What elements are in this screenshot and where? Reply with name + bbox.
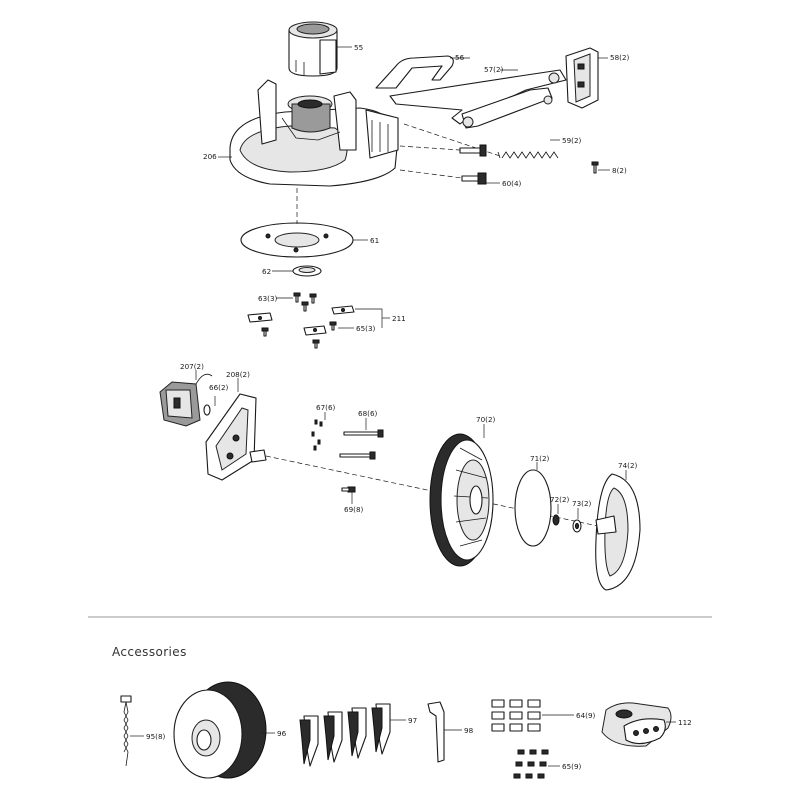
part-70-wheel xyxy=(429,424,494,567)
label-62: 62 xyxy=(262,267,271,276)
part-73-bushing xyxy=(572,508,582,533)
part-71-hub-disc xyxy=(514,462,552,547)
label-69: 69(8) xyxy=(344,505,364,514)
part-58-bracket xyxy=(565,47,608,109)
part-69-screws xyxy=(341,486,356,504)
label-211: 211 xyxy=(392,314,406,323)
label-208: 208(2) xyxy=(226,370,250,379)
label-66: 66(2) xyxy=(209,383,229,392)
label-63: 63(3) xyxy=(258,294,278,303)
part-74-hub-cap xyxy=(595,470,641,591)
part-207-drive-motor xyxy=(159,370,213,427)
label-72: 72(2) xyxy=(550,495,570,504)
part-68-bolts xyxy=(339,418,384,460)
part-57-frame-arms xyxy=(389,69,567,129)
label-58: 58(2) xyxy=(610,53,630,62)
label-206: 206 xyxy=(203,152,217,161)
label-207: 207(2) xyxy=(180,362,204,371)
label-57: 57(2) xyxy=(484,65,504,74)
accessories-title: Accessories xyxy=(112,645,187,659)
accessory-95-peg xyxy=(120,695,144,767)
part-61-blade-disc xyxy=(240,188,368,258)
part-55-motor-cover xyxy=(288,21,352,77)
part-62-washer xyxy=(272,265,322,277)
accessory-96-cable-spool xyxy=(173,681,275,779)
accessory-112-cable-connector xyxy=(601,702,676,747)
label-8: 8(2) xyxy=(612,166,627,175)
label-95: 95(8) xyxy=(146,732,166,741)
label-97: 97 xyxy=(408,716,417,725)
accessory-98-hex-key xyxy=(427,701,462,763)
part-63-screws xyxy=(276,292,317,312)
label-64: 64(9) xyxy=(576,711,596,720)
part-211-blades xyxy=(247,305,390,349)
accessory-65-screws xyxy=(513,749,560,779)
label-60: 60(4) xyxy=(502,179,522,188)
label-73: 73(2) xyxy=(572,499,592,508)
label-68: 68(6) xyxy=(358,409,378,418)
label-74: 74(2) xyxy=(618,461,638,470)
part-8-screw xyxy=(591,161,610,174)
part-67-pins xyxy=(311,412,326,451)
label-70: 70(2) xyxy=(476,415,496,424)
label-65-kit: 65(3) xyxy=(356,324,376,333)
part-206-chassis xyxy=(218,79,399,187)
label-98: 98 xyxy=(464,726,474,735)
part-56-handle xyxy=(375,55,470,89)
label-61: 61 xyxy=(370,236,379,245)
label-67: 67(6) xyxy=(316,403,336,412)
label-65-accessory: 65(9) xyxy=(562,762,582,771)
label-96: 96 xyxy=(277,729,287,738)
label-55: 55 xyxy=(354,43,363,52)
label-56: 56 xyxy=(455,53,465,62)
label-59: 59(2) xyxy=(562,136,582,145)
accessory-64-blades xyxy=(491,699,574,732)
label-112: 112 xyxy=(678,718,692,727)
part-72-washer xyxy=(552,504,560,526)
part-208-gear-housing xyxy=(205,378,267,481)
label-71: 71(2) xyxy=(530,454,550,463)
accessory-97-stakes xyxy=(299,703,406,767)
part-66-washer xyxy=(203,396,216,416)
part-60-bolts xyxy=(399,144,500,185)
callout-labels: 55 56 57(2) 58(2) 206 59(2) 8(2) 60(4) 6… xyxy=(146,43,692,771)
